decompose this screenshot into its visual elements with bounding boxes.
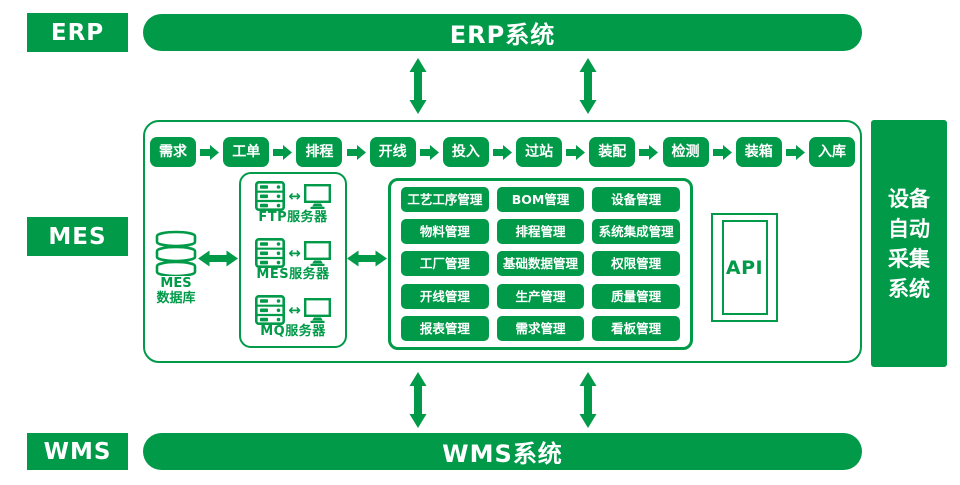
- right-arrow-icon: [639, 144, 659, 160]
- mes-label: MES: [27, 217, 128, 256]
- monitor-icon: [303, 183, 331, 209]
- left-right-arrow: [198, 250, 238, 267]
- up-down-arrow: [409, 58, 427, 114]
- database-icon: [155, 230, 197, 276]
- module-item: 开线管理: [401, 283, 489, 309]
- module-item: 质量管理: [592, 283, 680, 309]
- up-down-arrow: [409, 372, 427, 428]
- left-right-arrow: [347, 250, 387, 267]
- process-step: 过站: [516, 137, 563, 167]
- database-label-line1: MES: [160, 276, 192, 291]
- left-right-arrow-icon: ↔: [288, 243, 301, 262]
- erp-label: ERP: [27, 13, 128, 52]
- module-item: 物料管理: [401, 219, 489, 245]
- module-item: 设备管理: [592, 187, 680, 212]
- process-step: 开线: [369, 137, 416, 167]
- right-arrow-icon: [785, 144, 805, 160]
- module-item: 工艺工序管理: [401, 187, 489, 212]
- right-arrow-icon: [419, 144, 439, 160]
- process-step: 工单: [223, 137, 270, 167]
- process-step: 装箱: [735, 137, 782, 167]
- monitor-icon: [303, 297, 331, 323]
- modules-grid: 工艺工序管理 BOM管理 设备管理 物料管理 排程管理 系统集成管理 工厂管理 …: [388, 178, 693, 350]
- mq-server: ↔ MQ服务器: [243, 295, 343, 339]
- wms-label: WMS: [27, 433, 128, 470]
- api-label: API: [725, 256, 764, 279]
- ftp-server: ↔ FTP服务器: [243, 181, 343, 225]
- right-arrow-icon: [200, 144, 220, 160]
- wms-system-bar: WMS系统: [143, 433, 862, 470]
- right-arrow-icon: [346, 144, 366, 160]
- up-down-arrow: [579, 372, 597, 428]
- right-arrow-icon: [566, 144, 586, 160]
- server-label: MES服务器: [256, 267, 330, 282]
- module-item: 需求管理: [496, 315, 585, 341]
- module-item: 工厂管理: [401, 251, 489, 277]
- mes-database: MES 数据库: [147, 230, 205, 306]
- up-down-arrow: [579, 58, 597, 114]
- right-arrow-icon: [273, 144, 293, 160]
- mes-server: ↔ MES服务器: [243, 238, 343, 282]
- module-item: 基础数据管理: [496, 251, 585, 277]
- left-right-arrow-icon: ↔: [288, 186, 301, 205]
- erp-system-bar: ERP系统: [143, 14, 862, 51]
- module-item: 排程管理: [496, 219, 585, 245]
- process-step: 排程: [296, 137, 343, 167]
- process-step: 检测: [662, 137, 709, 167]
- module-item: 系统集成管理: [592, 219, 680, 245]
- module-item: 生产管理: [496, 283, 585, 309]
- left-right-arrow-icon: ↔: [288, 300, 301, 319]
- device-collection-label: 设备自动采集系统: [888, 186, 930, 301]
- server-label: FTP服务器: [258, 210, 328, 225]
- server-icon: [255, 295, 286, 325]
- process-step: 投入: [442, 137, 489, 167]
- server-icon: [255, 181, 286, 211]
- mes-system-box: 需求 工单 排程 开线 投入 过站 装配 检测 装箱 入库: [143, 120, 862, 363]
- module-item: 看板管理: [592, 315, 680, 341]
- module-item: BOM管理: [496, 187, 585, 212]
- process-step: 入库: [808, 137, 855, 167]
- api-box-inner: API: [721, 220, 768, 315]
- api-box: API: [711, 213, 778, 322]
- server-label: MQ服务器: [260, 324, 326, 339]
- server-icon: [255, 238, 286, 268]
- process-step: 需求: [150, 137, 196, 167]
- server-group-box: ↔ FTP服务器: [239, 172, 347, 348]
- device-collection-bar: 设备自动采集系统: [871, 120, 947, 367]
- module-item: 权限管理: [592, 251, 680, 277]
- monitor-icon: [303, 240, 331, 266]
- process-step: 装配: [589, 137, 636, 167]
- database-label-line2: 数据库: [156, 291, 196, 306]
- module-item: 报表管理: [401, 315, 489, 341]
- right-arrow-icon: [492, 144, 512, 160]
- process-flow-row: 需求 工单 排程 开线 投入 过站 装配 检测 装箱 入库: [150, 137, 855, 167]
- right-arrow-icon: [712, 144, 732, 160]
